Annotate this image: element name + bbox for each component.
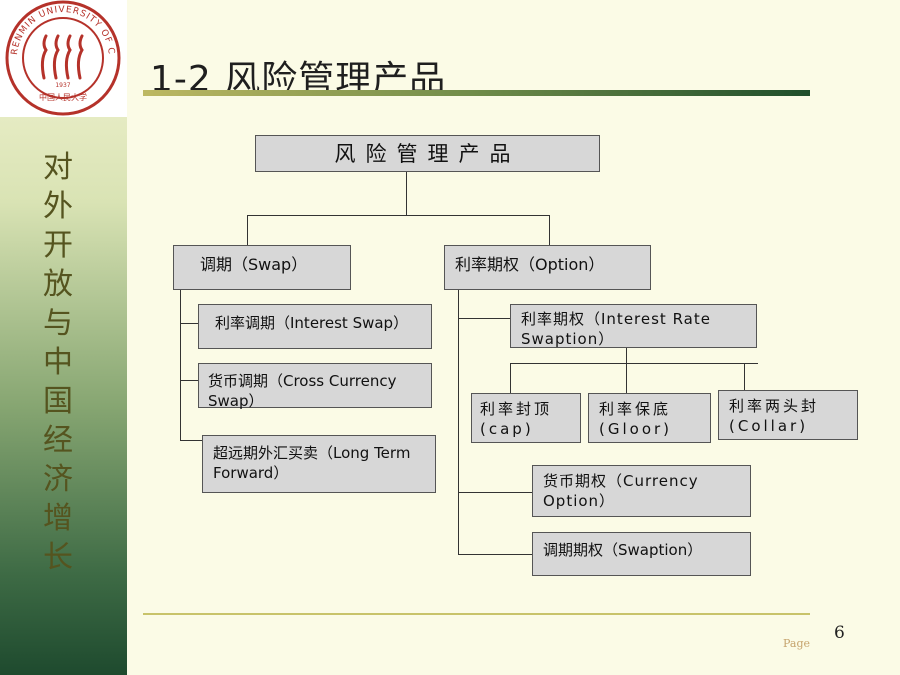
cap-node: 利率封顶(cap) — [471, 393, 581, 443]
sidebar-vertical-title: 对外开放与中国经济增长 — [43, 150, 73, 575]
connector — [247, 215, 550, 216]
long-term-forward-node: 超远期外汇买卖（Long Term Forward） — [202, 435, 436, 493]
connector — [406, 172, 407, 216]
connector — [247, 215, 248, 245]
currency-option-label: 货币期权（Currency Option） — [543, 472, 699, 510]
connector — [510, 363, 511, 393]
connector — [458, 492, 532, 493]
logo-chinese-name: 中国人民大学 — [39, 92, 87, 102]
option-node: 利率期权（Option） — [444, 245, 651, 290]
university-logo: RENMIN UNIVERSITY OF CHINA 1937 中国人民大学 — [0, 0, 121, 116]
page-number: 6 — [834, 623, 845, 643]
option-node-label: 利率期权（Option） — [455, 255, 605, 274]
floor-node: 利率保底(Gloor) — [588, 393, 711, 443]
root-node: 风险管理产品 — [255, 135, 600, 172]
cross-currency-swap-label: 货币调期（Cross Currency Swap） — [208, 372, 397, 410]
rate-swaption-node: 利率期权（Interest Rate Swaption） — [510, 304, 757, 348]
connector — [626, 348, 627, 364]
connector — [458, 290, 459, 555]
title-rule — [143, 90, 810, 96]
connector — [180, 323, 198, 324]
connector — [180, 440, 202, 441]
collar-label: 利率两头封(Collar) — [729, 397, 820, 435]
interest-swap-label: 利率调期（Interest Swap） — [215, 314, 409, 332]
connector — [744, 363, 745, 390]
cap-label: 利率封顶(cap) — [480, 400, 553, 438]
footer-rule — [143, 613, 810, 615]
floor-label: 利率保底(Gloor) — [599, 400, 673, 438]
currency-option-node: 货币期权（Currency Option） — [532, 465, 751, 517]
long-term-forward-label: 超远期外汇买卖（Long Term Forward） — [213, 444, 411, 482]
root-node-label: 风险管理产品 — [334, 142, 521, 166]
logo-year: 1937 — [55, 82, 70, 89]
swap-node: 调期（Swap） — [173, 245, 351, 290]
logo-area: RENMIN UNIVERSITY OF CHINA 1937 中国人民大学 — [0, 0, 127, 117]
swaption-label: 调期期权（Swaption） — [543, 541, 703, 559]
connector — [180, 290, 181, 441]
rate-swaption-label: 利率期权（Interest Rate Swaption） — [521, 310, 711, 348]
connector — [458, 318, 510, 319]
connector — [549, 215, 550, 245]
interest-swap-node: 利率调期（Interest Swap） — [198, 304, 432, 349]
swap-node-label: 调期（Swap） — [200, 255, 308, 274]
page-label: Page — [783, 637, 811, 650]
cross-currency-swap-node: 货币调期（Cross Currency Swap） — [198, 363, 432, 410]
connector — [626, 363, 627, 393]
connector — [510, 363, 758, 364]
connector — [458, 554, 532, 555]
swaption-node: 调期期权（Swaption） — [532, 532, 751, 576]
collar-node: 利率两头封(Collar) — [718, 390, 858, 440]
connector — [180, 380, 198, 381]
